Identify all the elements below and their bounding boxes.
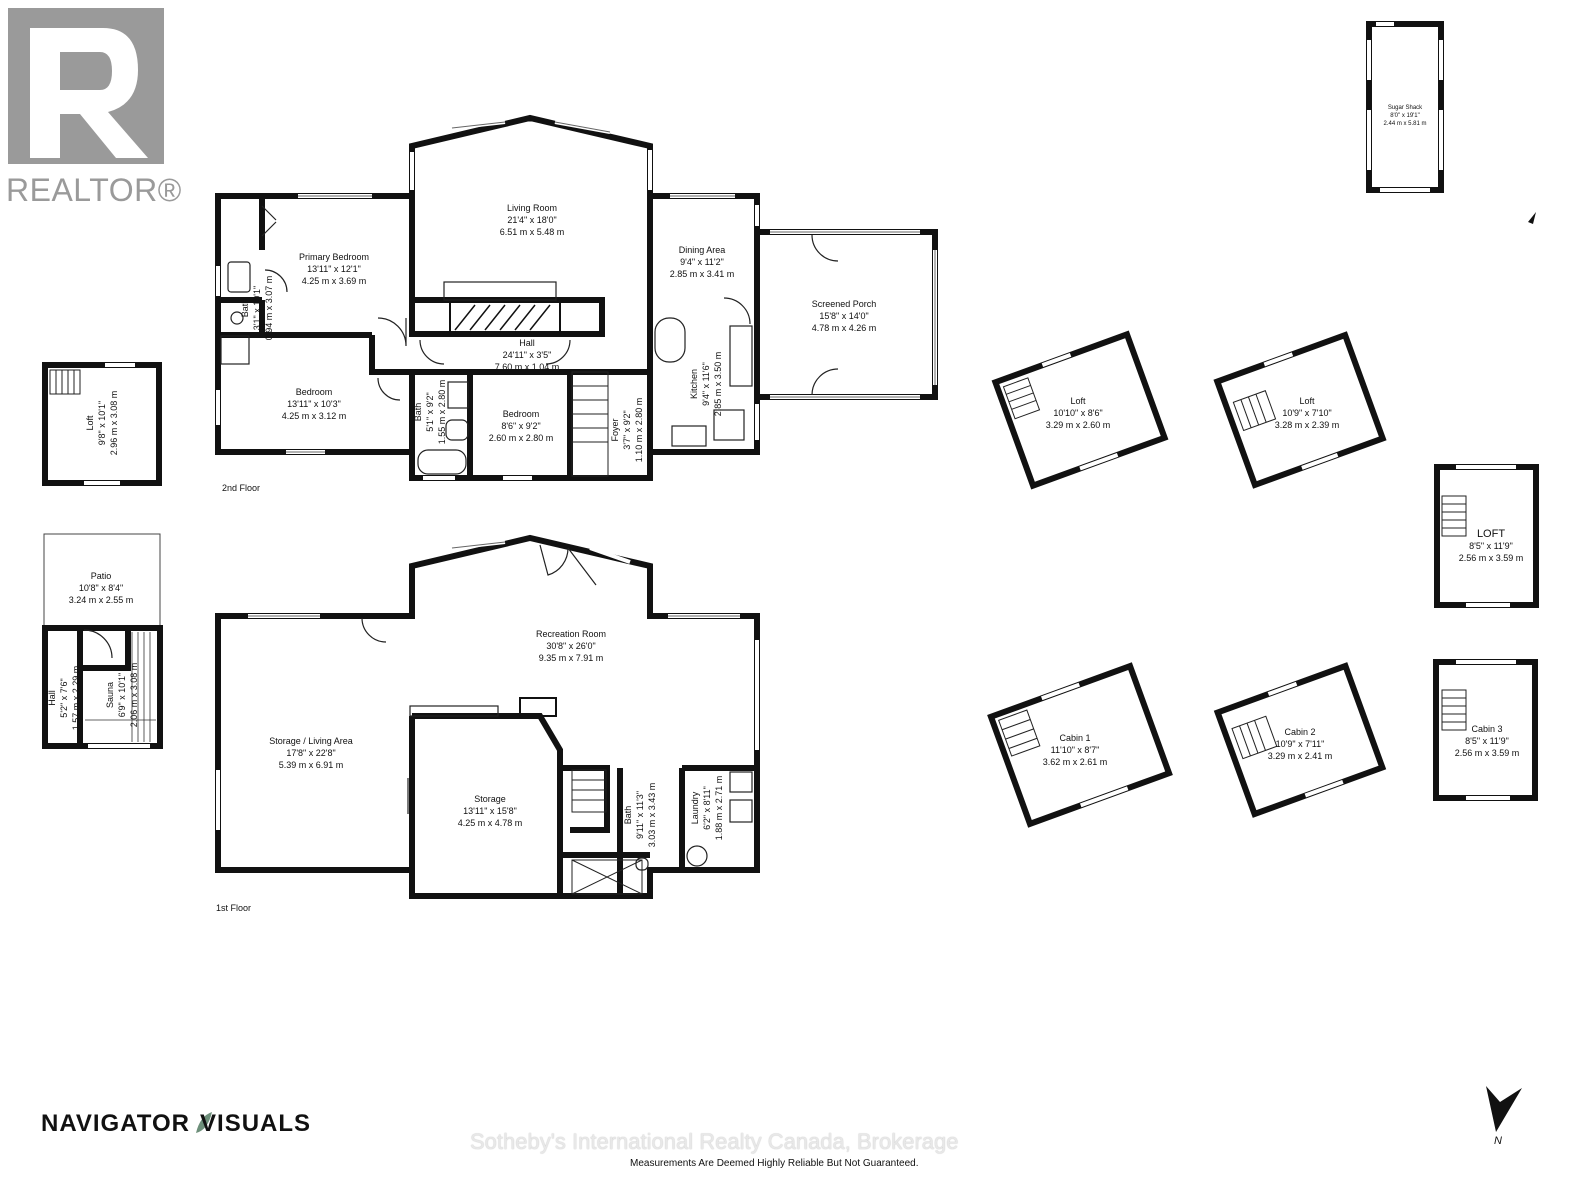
cabin-3-plan [1433,659,1538,801]
loft-a-plan [991,330,1169,490]
small-north-arrow-icon [1528,212,1536,224]
realtor-wordmark: REALTOR® [6,172,182,208]
navigator-logo-left: NAVIGATOR [41,1110,191,1137]
second-floor-plan [215,114,938,481]
first-floor-plan [215,534,760,899]
cabin-2-plan [1213,662,1387,818]
sugar-shack-plan [1366,21,1444,193]
realtor-logo [8,8,164,164]
navigator-logo-right: VISUALS [200,1110,312,1137]
floor-label-first: 1st Floor [216,903,252,913]
navigator-visuals-logo: NAVIGATOR VISUALS [41,1110,311,1138]
floor-label-second: 2nd Floor [222,483,261,493]
north-label: N [1494,1135,1502,1147]
north-arrow-icon [1486,1086,1522,1132]
loft-b-plan [1213,331,1387,489]
loft-left-plan [42,362,162,486]
cabin-1-plan [987,662,1173,828]
measurements-disclaimer: Measurements Are Deemed Highly Reliable … [630,1158,919,1169]
brokerage-watermark: Sotheby's International Realty Canada, B… [470,1129,959,1154]
navigator-leaf-icon [196,1112,212,1133]
loft-c-plan [1434,464,1539,608]
sauna-building-plan [42,533,163,749]
